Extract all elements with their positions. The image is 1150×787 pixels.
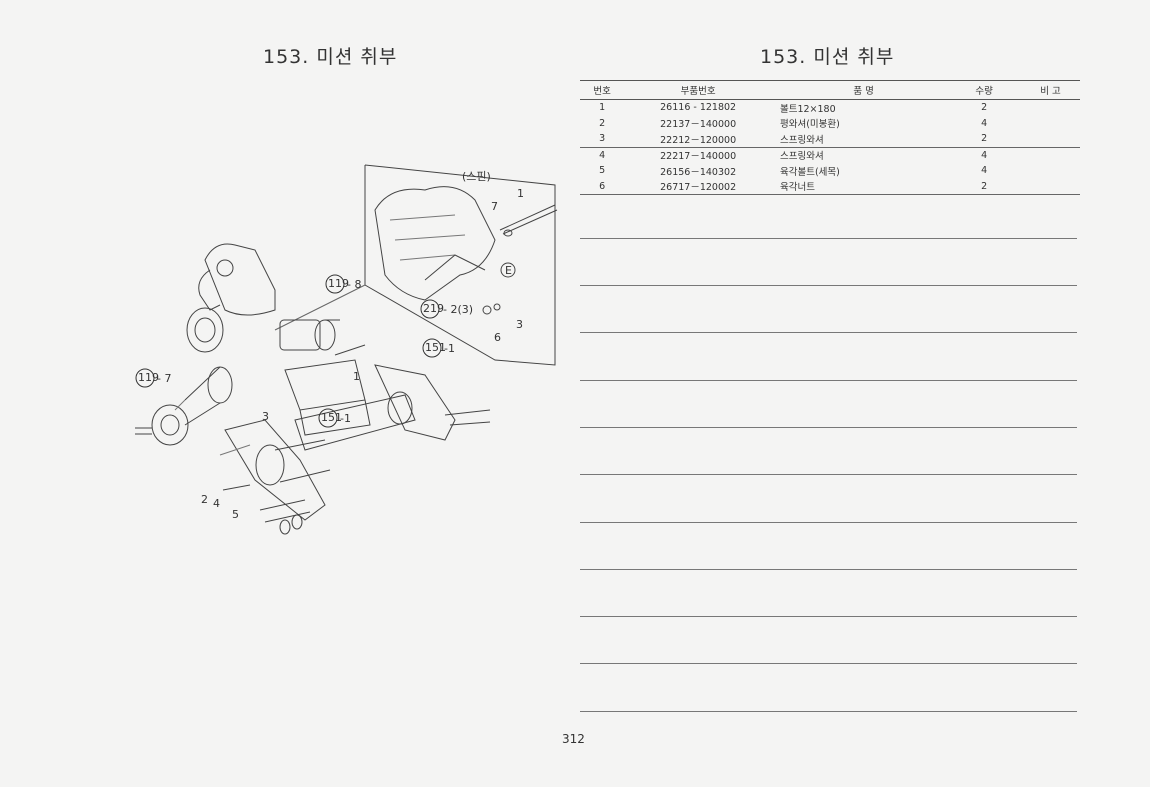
washer-inset [503,229,513,237]
svg-text:151: 151 [321,411,342,424]
page-title-left: 153. 미션 취부 [263,46,398,68]
label-2: 2 [201,493,208,506]
svg-text:-1: -1 [340,412,351,425]
callout-151-upper: 151 -1 [422,338,455,358]
label-spin: (스핀) [462,170,491,183]
table-ruled-line [580,427,1077,428]
svg-text:151: 151 [425,341,446,354]
assembly-diagram: (스핀) 1 7 E 219 - 2(3) 6 3 119 - 8 151 -1… [125,160,565,550]
table-row: 4 22217－140000 스프링와셔 4 [599,149,988,163]
table-header-row: 번호 부품번호 품 명 수량 비 고 [580,80,1080,100]
table-ruled-line [580,380,1077,381]
bolt-inset [499,204,556,231]
label-e: E [505,264,512,277]
starter-motor [279,319,321,351]
table-ruled-line [580,332,1077,333]
header-note: 비 고 [1021,80,1080,100]
assembly-diagram-svg: (스핀) 1 7 E 219 - 2(3) 6 3 119 - 8 151 -1… [135,164,558,535]
label-6: 6 [494,331,501,344]
table-ruled-line [580,569,1077,570]
clutch-housing [186,307,224,353]
table-ruled-line [580,711,1077,712]
svg-text:- 8: - 8 [347,278,361,291]
page-number: 312 [562,732,585,746]
table-ruled-line [580,616,1077,617]
inset-frame [364,164,556,366]
frame-crossbeam [294,394,416,451]
hydraulic-motor [151,404,189,446]
callout-151-lower: 151 -1 [318,408,351,428]
table-row: 6 26717－120002 육각너트 2 [580,178,1080,195]
lower-frame [224,419,326,521]
svg-text:- 7: - 7 [157,372,171,385]
label-1: 1 [517,187,524,200]
header-no: 번호 [580,80,625,100]
transmission-body [284,359,366,411]
right-bracket [374,364,456,441]
engine-block-inset [374,186,496,301]
table-row: 3 22212－120000 스프링와셔 2 [580,131,1080,148]
callout-219: 219 - 2(3) [420,299,473,319]
svg-text:219: 219 [423,302,444,315]
label-1-main: 1 [353,370,360,383]
label-3: 3 [516,318,523,331]
parts-table: 번호 부품번호 품 명 수량 비 고 1 26116 - 121802 볼트12… [580,80,1080,195]
label-4: 4 [213,497,220,510]
table-row: 2 22137－140000 평와셔(미봉환) 4 [599,117,988,131]
svg-text:119: 119 [328,277,349,290]
label-7: 7 [491,200,498,213]
label-5: 5 [232,508,239,521]
table-ruled-line [580,522,1077,523]
table-ruled-line [580,238,1077,239]
callout-119-7: 119 - 7 [135,368,171,388]
header-part-name: 품 명 [771,80,948,100]
table-ruled-line [580,285,1077,286]
table-row: 1 26116 - 121802 볼트12×180 2 [599,102,988,115]
table-ruled-line [580,474,1077,475]
svg-text:- 2(3): - 2(3) [443,303,473,316]
header-quantity: 수량 [947,80,1021,100]
table-row: 5 26156－140302 육각볼트(세목) 4 [599,165,988,178]
label-3-main: 3 [262,410,269,423]
callout-119-8: 119 - 8 [325,274,361,294]
header-part-number: 부품번호 [624,80,772,100]
svg-text:119: 119 [138,371,159,384]
e-marker [500,262,516,278]
page-title-right: 153. 미션 취부 [760,46,895,68]
table-ruled-line [580,663,1077,664]
svg-text:-1: -1 [444,342,455,355]
